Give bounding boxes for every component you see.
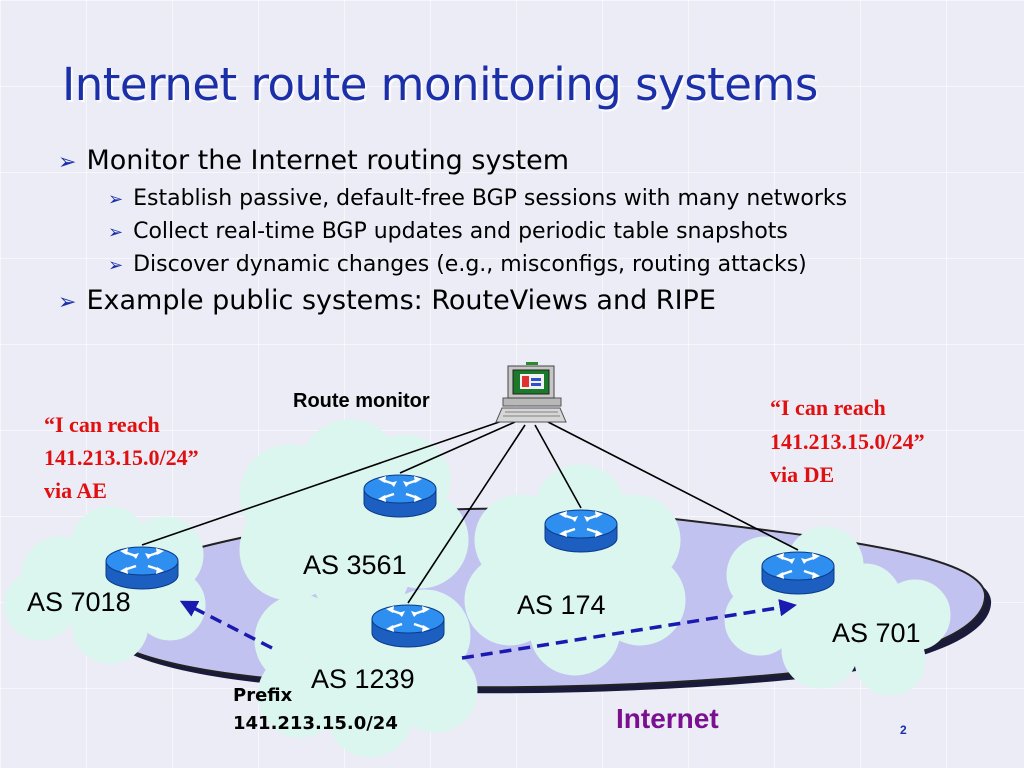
sub-bullet-text: Establish passive, default-free BGP sess… — [133, 186, 848, 211]
sub-bullet-item: ➢ Collect real-time BGP updates and perio… — [108, 219, 847, 244]
prefix-label: Prefix — [233, 685, 293, 706]
quote-right-line1: “I can reach — [770, 395, 886, 420]
sub-bullet-text: Collect real-time BGP updates and period… — [133, 219, 788, 244]
router-icon — [370, 603, 446, 649]
as-1239-label: AS 1239 — [311, 664, 415, 694]
computer-workstation-icon — [495, 362, 567, 423]
slide-title: Internet route monitoring systems — [62, 58, 818, 111]
router-icon — [362, 473, 438, 519]
quote-left-line1: “I can reach — [44, 412, 160, 437]
prefix-value: 141.213.15.0/24 — [233, 713, 398, 734]
arrowhead-bullet-icon: ➢ — [108, 189, 124, 210]
quote-left-line2: 141.213.15.0/24” — [44, 445, 199, 470]
monitor-links — [141, 419, 799, 604]
announcement-arrows — [179, 599, 797, 660]
router-icon — [543, 508, 619, 554]
quote-right-line3: via DE — [770, 462, 834, 487]
arrowhead-bullet-icon: ➢ — [58, 150, 77, 175]
quote-right-line2: 141.213.15.0/24” — [770, 429, 925, 454]
router-icon — [104, 545, 180, 591]
page-number: 2 — [900, 723, 907, 737]
bullet-list: ➢ Monitor the Internet routing system ➢ Es… — [58, 145, 847, 326]
bullet-text: Example public systems: RouteViews and R… — [86, 285, 716, 316]
as-7018-cloud — [4, 506, 206, 664]
arrowhead-bullet-icon: ➢ — [108, 255, 124, 276]
as-7018-label: AS 7018 — [27, 587, 131, 617]
sub-bullet-text: Discover dynamic changes (e.g., misconfi… — [133, 252, 807, 277]
bullet-item: ➢ Monitor the Internet routing system — [58, 145, 847, 176]
arrowhead-bullet-icon: ➢ — [58, 290, 77, 315]
as-701-label: AS 701 — [832, 618, 921, 648]
sub-bullet-item: ➢ Establish passive, default-free BGP ses… — [108, 186, 847, 211]
sub-bullet-item: ➢ Discover dynamic changes (e.g., misconf… — [108, 252, 847, 277]
as-3561-label: AS 3561 — [303, 550, 407, 580]
route-monitor-label: Route monitor — [293, 390, 430, 412]
quote-left-line3: via AE — [44, 478, 107, 503]
bullet-item: ➢ Example public systems: RouteViews and … — [58, 285, 847, 316]
router-icon — [760, 550, 836, 596]
internet-label: Internet — [616, 703, 719, 734]
as-174-label: AS 174 — [517, 590, 606, 620]
arrowhead-bullet-icon: ➢ — [108, 222, 124, 243]
bullet-text: Monitor the Internet routing system — [86, 145, 570, 176]
